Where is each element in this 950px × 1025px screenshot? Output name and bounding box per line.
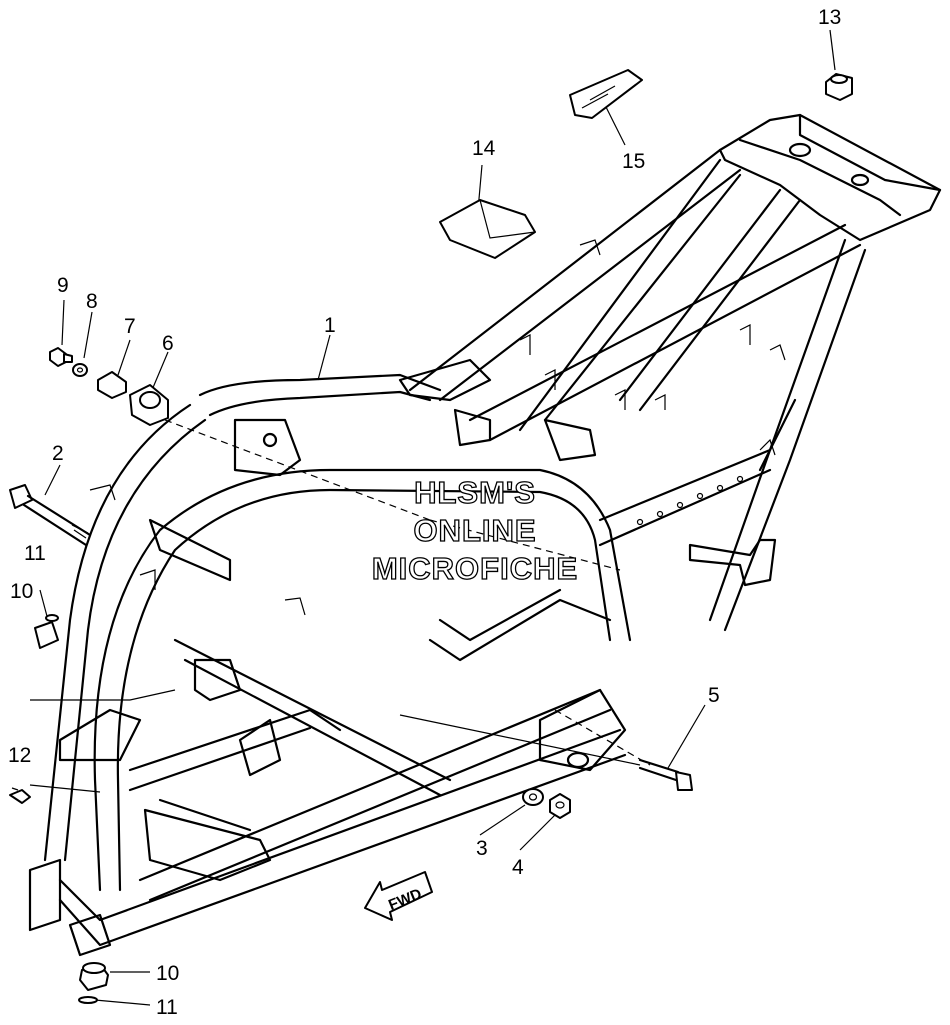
callout-12: 12: [8, 744, 31, 767]
watermark-line-2: ONLINE: [413, 513, 536, 548]
part-6-bushing: [129, 384, 169, 426]
callout-2: 2: [52, 442, 64, 465]
callout-1: 1: [324, 314, 336, 337]
callout-4: 4: [512, 856, 524, 879]
callout-8: 8: [86, 290, 98, 313]
part-8-washer: [72, 363, 88, 377]
part-15-label: [569, 69, 643, 119]
callout-15: 15: [622, 150, 645, 173]
part-2-bolt: [9, 484, 92, 547]
part-7-collar: [97, 371, 127, 399]
part-9-bolt: [49, 347, 73, 367]
part-11-oring-lower: [78, 996, 98, 1004]
watermark-line-3: MICROFICHE: [372, 551, 578, 586]
callout-14: 14: [472, 137, 496, 160]
leader-lines: [29, 29, 836, 1006]
callout-numbers: 1 2 3 4 5 6 7 8 9 10 11 12 13 14 15 10 1…: [8, 6, 841, 1019]
part-13-cap: [825, 73, 853, 101]
part-4-nut: [549, 793, 571, 819]
part-5-bolt: [638, 758, 693, 791]
watermark-line-1: HLSM'S: [414, 475, 536, 510]
fwd-arrow-icon: FWD: [364, 871, 433, 921]
callout-7: 7: [124, 315, 136, 338]
callout-10-lower: 10: [156, 962, 179, 985]
part-11-oring-upper: [45, 614, 59, 622]
callout-9: 9: [57, 274, 69, 297]
part-10-grommet-lower: [79, 962, 109, 991]
callout-11-lower: 11: [156, 996, 178, 1019]
callout-3: 3: [476, 837, 488, 860]
callout-11-upper: 11: [24, 542, 46, 565]
part-3-washer: [522, 788, 544, 806]
callout-13: 13: [818, 6, 841, 29]
watermark: HLSM'S ONLINE MICROFICHE: [371, 474, 578, 586]
callout-6: 6: [162, 332, 174, 355]
main-frame: [28, 113, 942, 957]
part-14-pad: [439, 199, 536, 259]
part-12-nipple: [9, 787, 31, 804]
callout-10-upper: 10: [10, 580, 33, 603]
part-10-grommet-upper: [34, 621, 59, 649]
callout-5: 5: [708, 684, 720, 707]
